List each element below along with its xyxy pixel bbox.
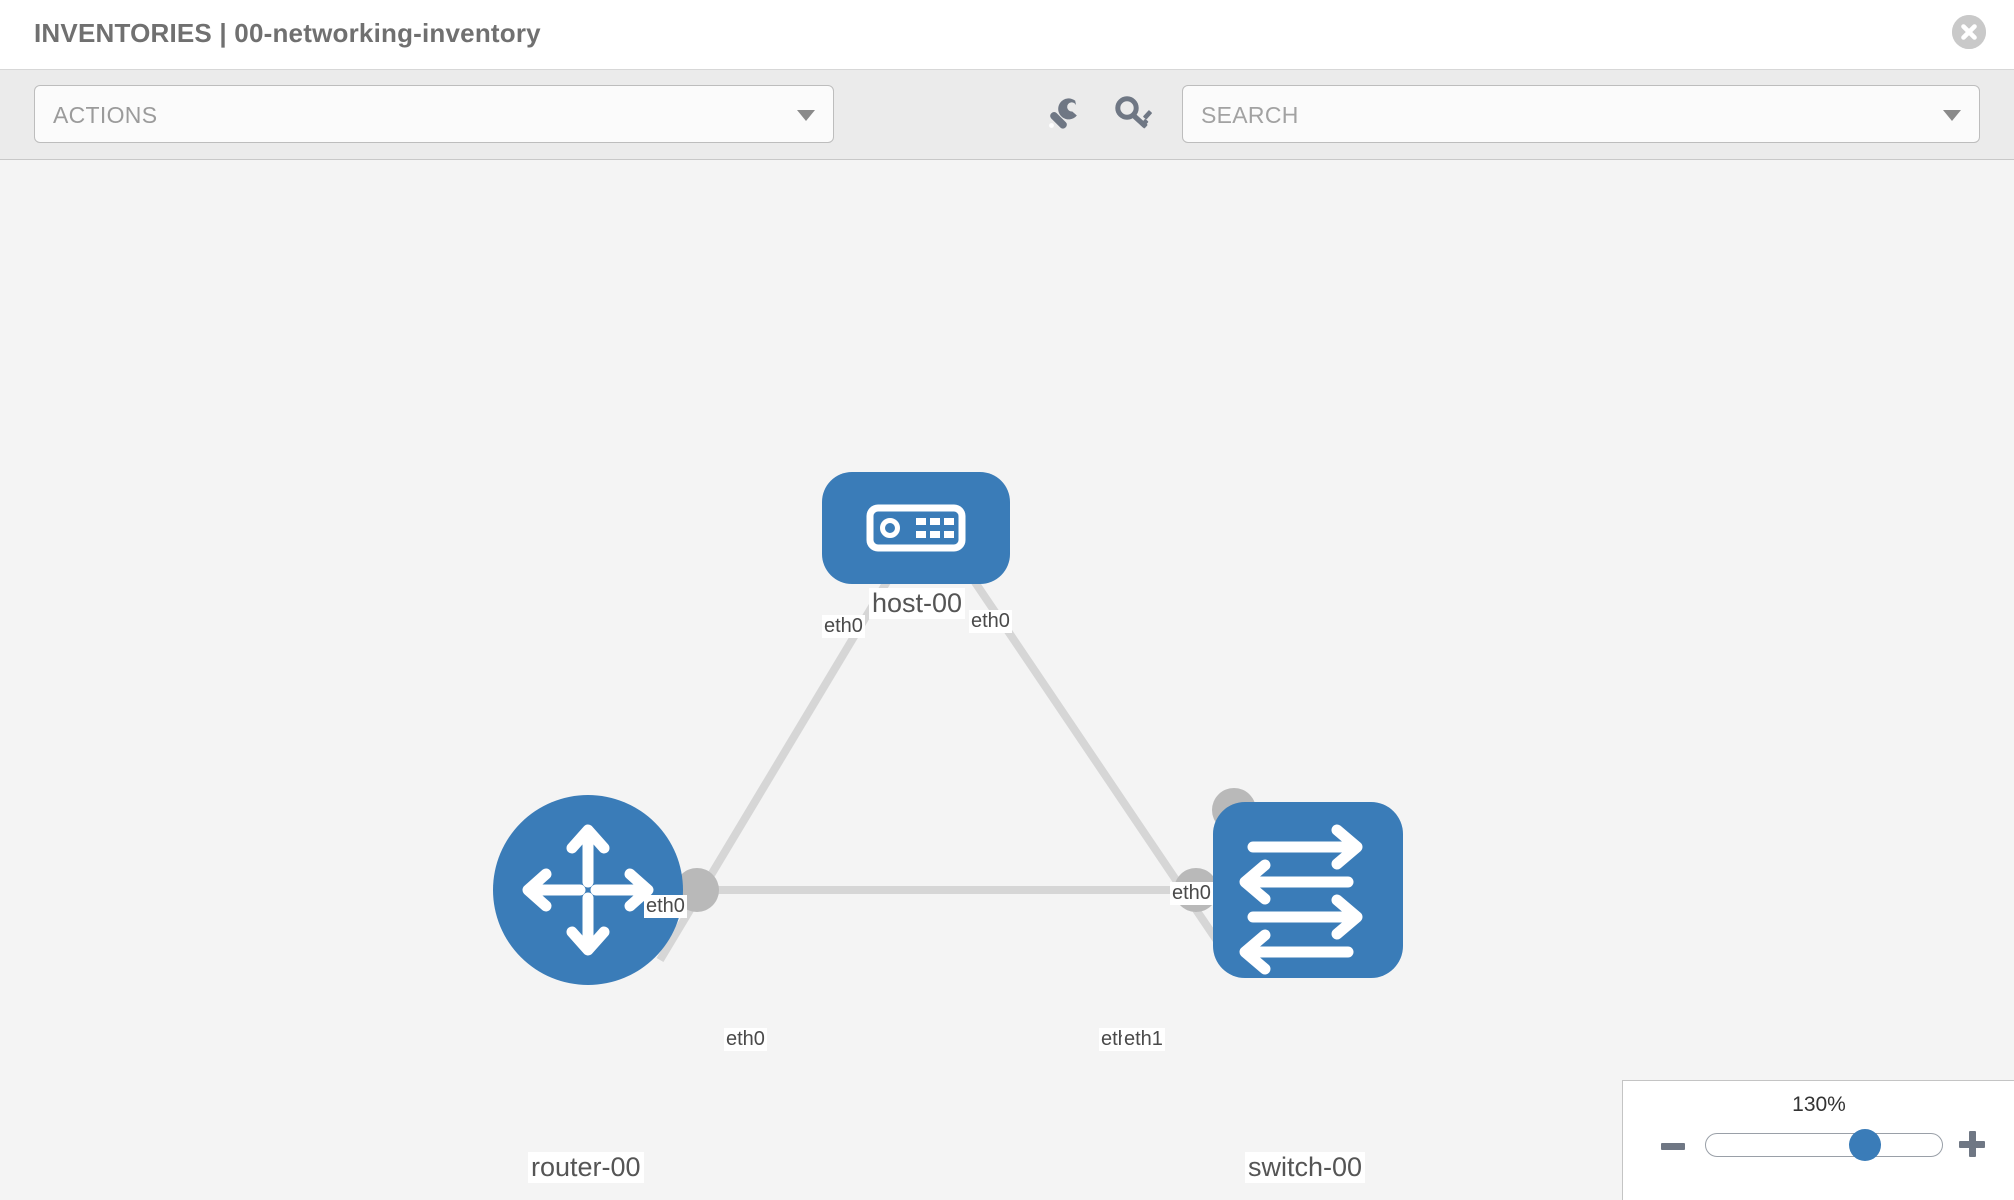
node-label-switch-00: switch-00: [1245, 1152, 1366, 1184]
server-icon: [866, 504, 966, 552]
page-title: INVENTORIES | 00-networking-inventory: [34, 18, 541, 48]
router-arrows-icon: [522, 824, 654, 956]
zoom-control-panel: 130%: [1622, 1080, 2014, 1200]
actions-dropdown-label: ACTIONS: [53, 102, 158, 128]
key-icon[interactable]: [1112, 92, 1156, 136]
zoom-slider-thumb[interactable]: [1849, 1129, 1881, 1161]
interface-label: eth0: [724, 1028, 767, 1051]
minus-icon[interactable]: [1661, 1143, 1685, 1150]
close-icon[interactable]: [1952, 15, 1986, 49]
topology-canvas[interactable]: host-00 router-00 switch-00 eth0 eth0 et…: [0, 160, 2014, 1200]
interface-label: eth0: [822, 615, 865, 638]
zoom-slider-track[interactable]: [1705, 1133, 1943, 1157]
chevron-down-icon: [797, 110, 815, 121]
zoom-level-value: 130%: [1792, 1093, 1846, 1116]
interface-label: eth0: [644, 895, 687, 918]
node-label-router-00: router-00: [528, 1152, 644, 1184]
node-host-00[interactable]: [822, 472, 1010, 584]
plus-icon[interactable]: [1959, 1131, 1985, 1157]
actions-dropdown[interactable]: ACTIONS: [34, 85, 834, 143]
node-label-host-00: host-00: [869, 588, 966, 620]
node-switch-00[interactable]: [1213, 802, 1403, 978]
toolbar: ACTIONS SEARCH: [0, 70, 2014, 160]
search-placeholder: SEARCH: [1201, 102, 1299, 128]
interface-label: eth0: [1170, 882, 1213, 905]
page-header: INVENTORIES | 00-networking-inventory: [0, 0, 2014, 70]
topology-graph: [493, 472, 1403, 985]
switch-arrows-icon: [1239, 824, 1363, 975]
interface-label: eth0: [969, 610, 1012, 633]
chevron-down-icon: [1943, 110, 1961, 121]
wrench-icon[interactable]: [1040, 92, 1084, 136]
search-input[interactable]: SEARCH: [1182, 85, 1980, 143]
interface-label: eth1: [1122, 1028, 1165, 1051]
node-router-00[interactable]: [493, 795, 683, 985]
